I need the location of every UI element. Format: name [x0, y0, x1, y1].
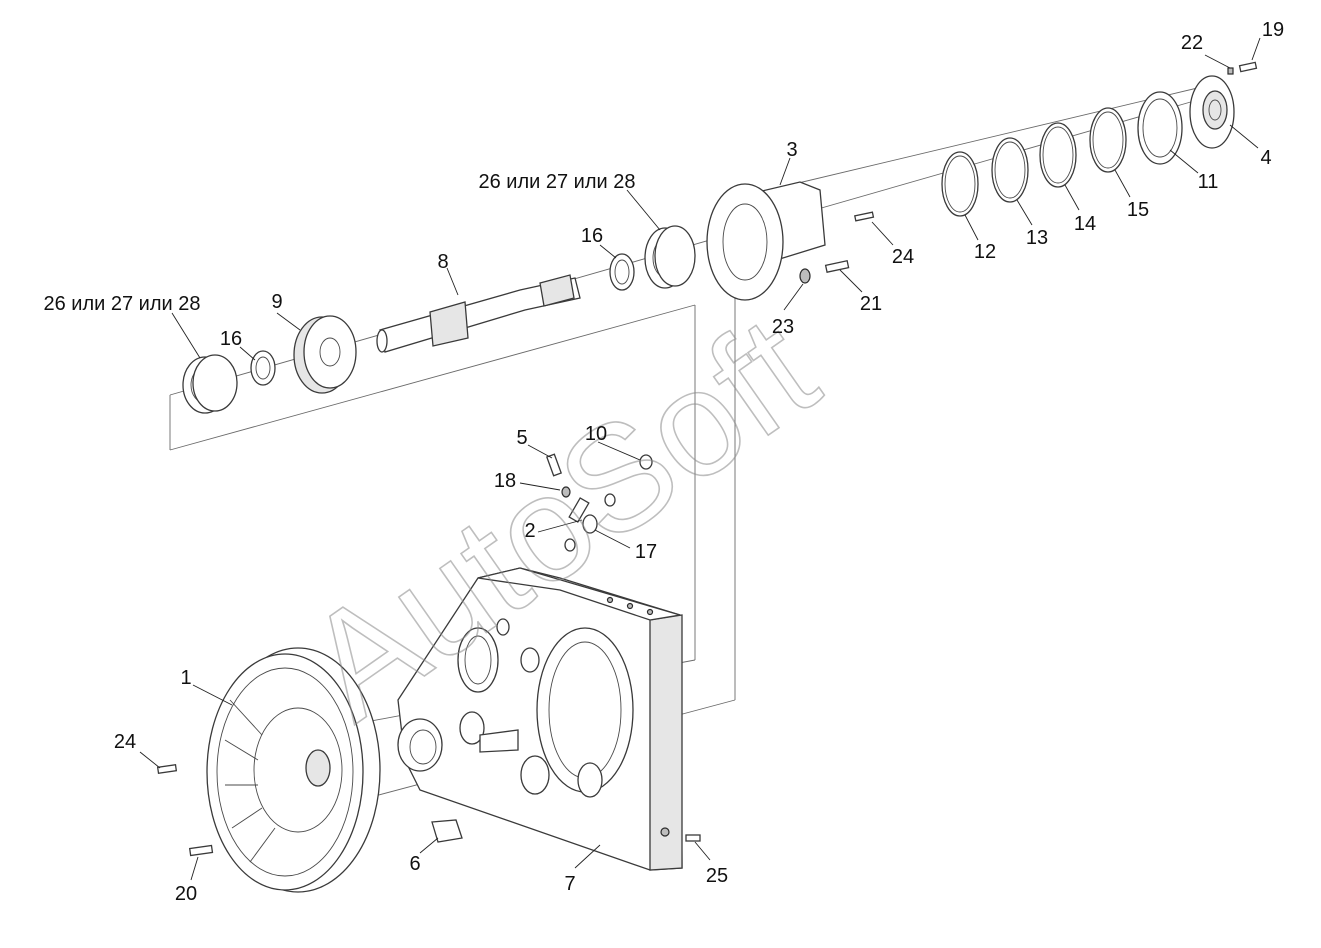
bearing-right [644, 225, 696, 289]
callout-15: 15 [1127, 199, 1149, 221]
fasteners [156, 61, 1258, 857]
callout-26-27-28-right: 26 или 27 или 28 [479, 171, 636, 193]
callout-4: 4 [1260, 147, 1271, 169]
seal-ring-right [609, 253, 635, 291]
callout-19: 19 [1262, 19, 1284, 41]
callout-labels: 1 2 3 4 5 6 7 8 9 10 11 12 13 14 15 16 1… [44, 19, 1285, 905]
end-cover [1189, 75, 1235, 149]
shaft [376, 274, 581, 353]
callout-17: 17 [635, 541, 657, 563]
callout-16-left: 16 [220, 328, 242, 350]
callout-25: 25 [706, 865, 728, 887]
callout-23: 23 [772, 316, 794, 338]
flange-sleeve [706, 181, 826, 301]
callout-20: 20 [175, 883, 197, 905]
gasket [1137, 91, 1183, 165]
callout-24-left: 24 [114, 731, 136, 753]
callout-26-27-28-left: 26 или 27 или 28 [44, 293, 201, 315]
callout-21: 21 [860, 293, 882, 315]
callout-11: 11 [1198, 171, 1219, 193]
callout-10: 10 [585, 423, 607, 445]
callout-22: 22 [1181, 32, 1203, 54]
bearing-left [182, 354, 238, 414]
callout-16-right: 16 [581, 225, 603, 247]
shims [941, 107, 1127, 217]
callout-3: 3 [786, 139, 797, 161]
callout-7: 7 [564, 873, 575, 895]
callout-2: 2 [524, 520, 535, 542]
callout-8: 8 [437, 251, 448, 273]
callout-12: 12 [974, 241, 996, 263]
callout-18: 18 [494, 470, 516, 492]
callout-13: 13 [1026, 227, 1048, 249]
callout-6: 6 [409, 853, 420, 875]
callout-14: 14 [1074, 213, 1096, 235]
gear [293, 315, 357, 394]
callout-9: 9 [271, 291, 282, 313]
housing-plate [397, 567, 683, 871]
callout-24-right: 24 [892, 246, 914, 268]
leader-lines [139, 37, 1261, 881]
callout-1: 1 [180, 667, 191, 689]
callout-5: 5 [516, 427, 527, 449]
flywheel-housing [206, 647, 381, 893]
seal-ring-left [250, 350, 276, 386]
